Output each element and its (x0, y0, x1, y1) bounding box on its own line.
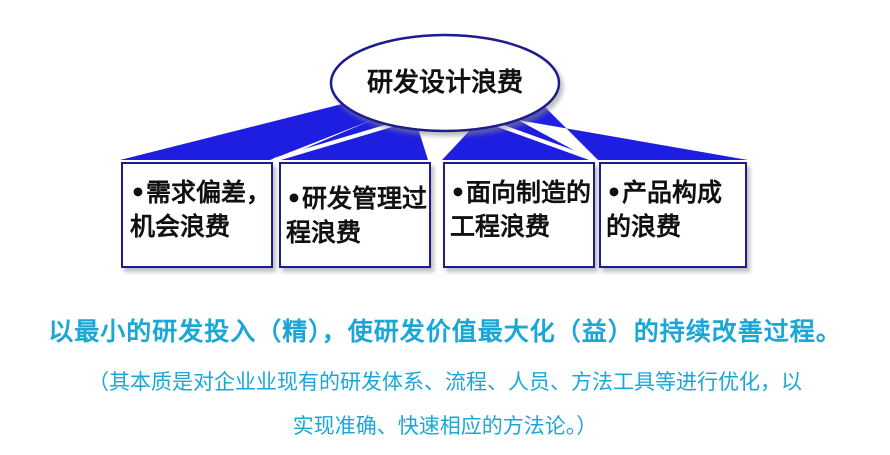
connector-fan-1 (120, 102, 372, 160)
definition-main: 以最小的研发投入（精），使研发价值最大化（益）的持续改善过程。 (48, 317, 842, 346)
child-label-3: •面向制造的 工程浪费 (450, 178, 591, 241)
child-box-1 (121, 162, 273, 268)
child-label-1: •需求偏差， 机会浪费 (130, 178, 271, 241)
fan-divider-3 (494, 122, 596, 162)
connector-fan-2 (278, 120, 428, 160)
child-label-4: •产品构成 的浪费 (606, 178, 722, 241)
waste-diagram (120, 33, 748, 268)
fan-divider-1 (273, 122, 396, 162)
child-box-3 (443, 162, 595, 268)
root-node (329, 33, 561, 133)
definition-detail-1: （其本质是对企业业现有的研发体系、流程、人员、方法工具等进行优化，以 (88, 370, 802, 394)
root-label: 研发设计浪费 (366, 68, 523, 98)
child-label-2: •研发管理过 程浪费 (286, 184, 427, 247)
fan-divider-2 (433, 129, 447, 161)
definition-detail-2: 实现准确、快速相应的方法论。） (292, 414, 598, 438)
child-box-2 (279, 162, 431, 268)
child-box-4 (599, 162, 747, 268)
